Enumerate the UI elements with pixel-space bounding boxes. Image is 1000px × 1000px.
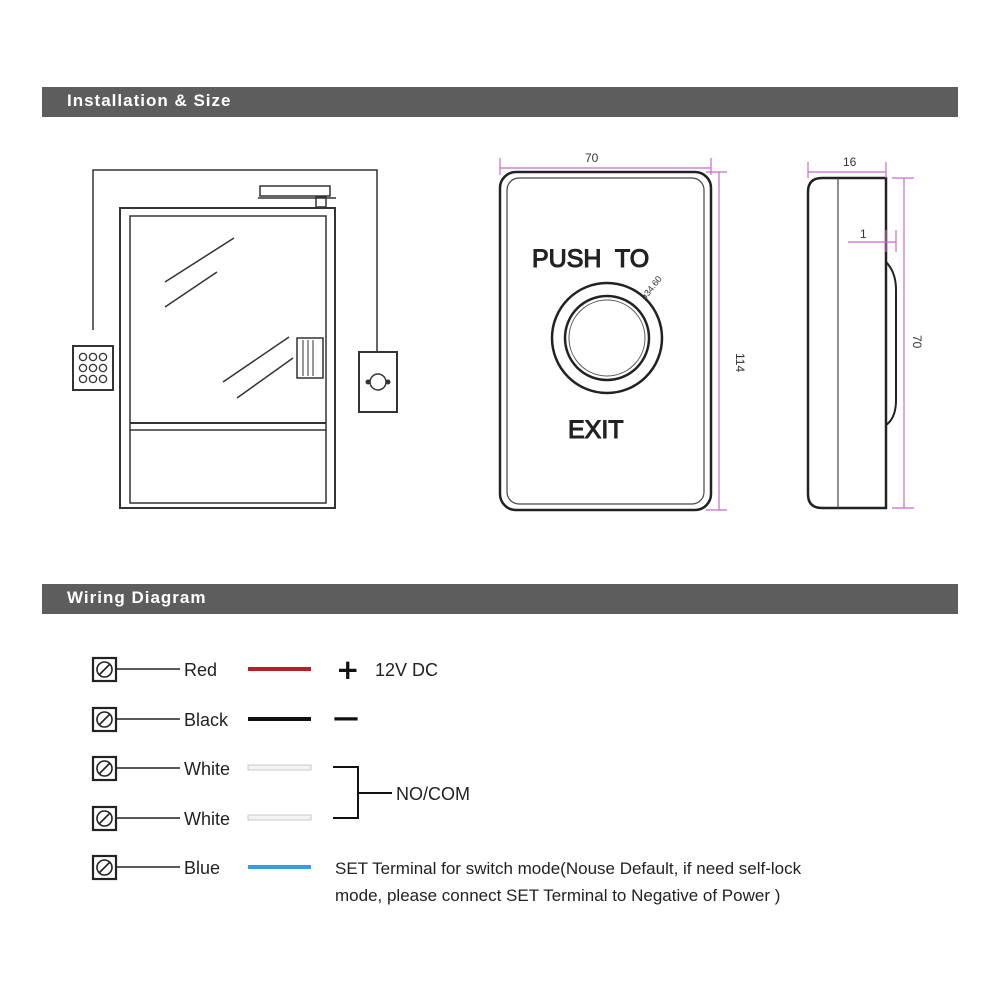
keypad-key <box>78 374 88 384</box>
terminal-screw <box>96 859 113 876</box>
front-plate-outer <box>498 170 713 512</box>
terminal-screw <box>96 810 113 827</box>
installation-size-title: Installation & Size <box>67 91 232 110</box>
plus-symbol: + <box>336 653 359 686</box>
side-height-label: 70 <box>910 335 924 349</box>
keypad-buttons <box>78 352 108 384</box>
wiring-diagram-title: Wiring Diagram <box>67 588 207 607</box>
push-button <box>563 294 651 382</box>
side-width-label: 16 <box>843 155 857 169</box>
door-inner-frame <box>129 215 327 504</box>
front-view: 70 114 PUSH TO EXIT ø34.60 <box>498 151 747 512</box>
push-button-ring <box>550 281 664 395</box>
wire-row: Blue <box>91 854 311 881</box>
keypad-key <box>88 374 98 384</box>
terminal-screw <box>96 760 113 777</box>
minus-symbol: — <box>333 703 359 733</box>
side-dimension-lines <box>807 162 914 509</box>
wire-label: White <box>184 759 230 779</box>
no-com-label: NO/COM <box>396 784 470 804</box>
glass-reflection <box>164 237 235 283</box>
wire-swatch <box>247 764 312 771</box>
door-handle <box>296 337 324 379</box>
keypad-key <box>98 363 108 373</box>
keypad-key <box>98 374 108 384</box>
door-frame <box>119 207 336 509</box>
side-view: 16 1 70 <box>806 155 924 510</box>
set-terminal-note-line2: mode, please connect SET Terminal to Neg… <box>335 886 780 905</box>
button-diameter-label: ø34.60 <box>639 274 664 302</box>
keypad-key <box>98 352 108 362</box>
set-terminal-note-line1: SET Terminal for switch mode(Nouse Defau… <box>335 859 802 878</box>
no-com-bracket <box>333 766 392 819</box>
wire-row: White <box>91 755 312 782</box>
push-to-text: PUSH TO <box>532 245 649 273</box>
front-plate-inner <box>506 177 705 505</box>
voltage-label: 12V DC <box>375 660 438 680</box>
installation-illustration <box>72 169 398 509</box>
installation-size-header: Installation & Size <box>42 87 958 117</box>
keypad-key <box>88 352 98 362</box>
keypad <box>72 345 114 391</box>
magnetic-lock <box>259 185 331 197</box>
wire-row: White <box>91 805 312 832</box>
exit-text: EXIT <box>568 416 624 444</box>
wire-label: Blue <box>184 858 220 878</box>
terminal-screw <box>96 661 113 678</box>
wire-label: Red <box>184 660 217 680</box>
wire-label: White <box>184 809 230 829</box>
wire-row: Red <box>91 656 311 683</box>
keypad-key <box>78 352 88 362</box>
control-wire <box>92 169 378 352</box>
wire-swatch <box>247 814 312 821</box>
side-profile <box>806 176 888 510</box>
front-height-label: 114 <box>733 353 747 372</box>
front-width-label: 70 <box>585 151 599 165</box>
front-dimension-lines <box>499 158 727 511</box>
side-inset-label: 1 <box>860 227 867 241</box>
wire-label: Black <box>184 710 229 730</box>
exit-button-wall <box>358 351 398 413</box>
terminal-screw <box>96 711 113 728</box>
keypad-key <box>88 363 98 373</box>
keypad-key <box>78 363 88 373</box>
wiring-diagram-header: Wiring Diagram <box>42 584 958 614</box>
wire-row: Black <box>91 706 311 733</box>
